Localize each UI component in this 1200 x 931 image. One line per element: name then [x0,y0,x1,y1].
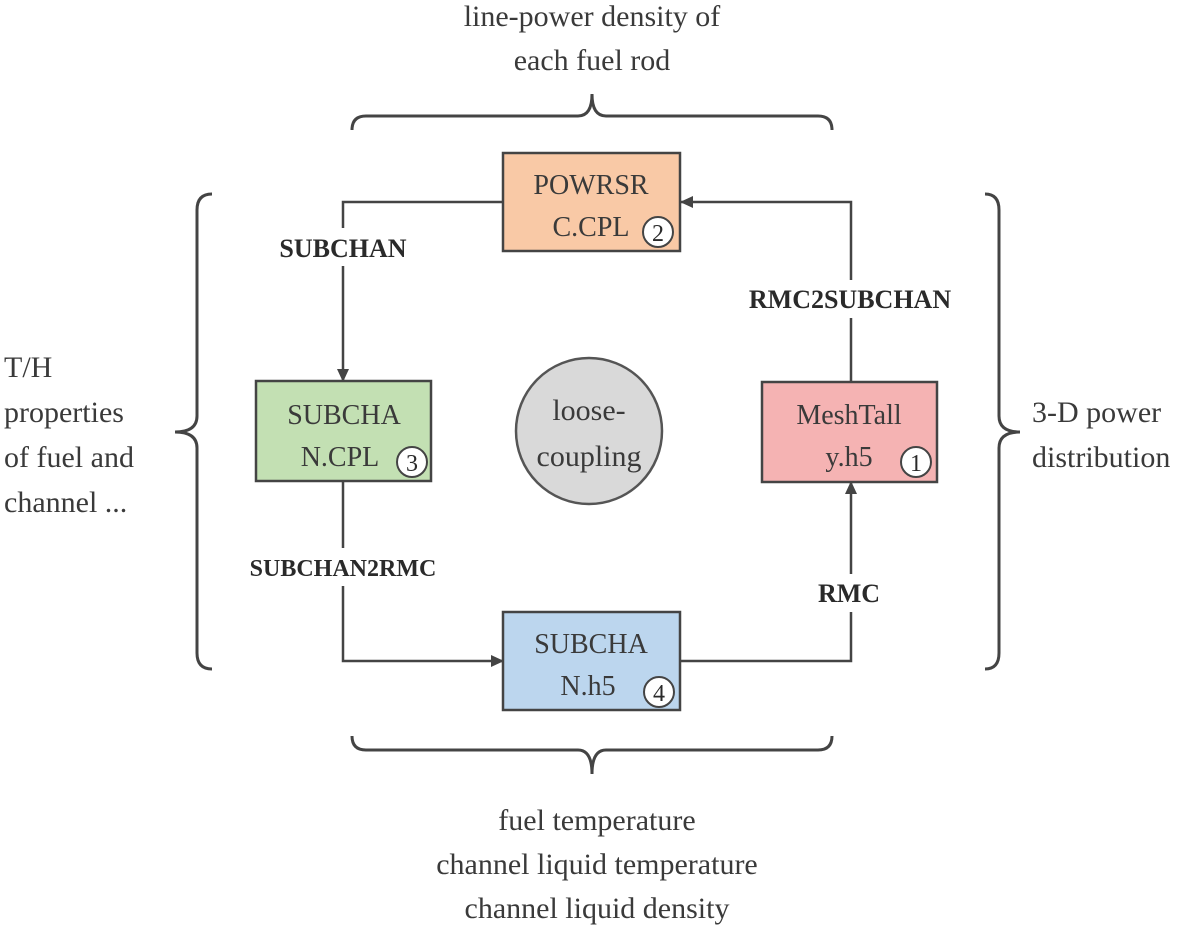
bottom-note-line-3: channel liquid density [465,892,730,925]
svg-text:SUBCHA: SUBCHA [287,400,401,431]
edge-rmc2subchan [680,196,853,382]
center-line-2: coupling [537,440,642,473]
svg-text:N.CPL: N.CPL [301,442,380,473]
right-note-line-2: distribution [1032,441,1170,474]
left-note-line-1: T/H [4,351,52,384]
edge-label-subchan: SUBCHAN [259,228,427,266]
top-note-line-2: each fuel rod [514,44,671,77]
top-note-line-1: line-power density of [464,0,721,33]
bottom-note-line-2: channel liquid temperature [436,848,758,881]
svg-text:2: 2 [652,221,664,247]
left-note-line-3: of fuel and [4,441,134,474]
loose-coupling-circle: loose- coupling [514,356,664,506]
edge-label-rmc: RMC [806,574,892,612]
edge-label-rmc2subchan: RMC2SUBCHAN [723,280,978,318]
bottom-note-line-1: fuel temperature [498,804,695,837]
right-note-line-1: 3-D power [1032,396,1161,429]
node-powrsrc-cpl: POWRSR C.CPL 2 [501,151,682,253]
svg-text:1: 1 [910,451,922,477]
left-annotation: T/H properties of fuel and channel ... [4,351,134,519]
bottom-annotation: fuel temperature channel liquid temperat… [436,804,758,925]
left-brace [174,192,213,671]
center-line-1: loose- [552,394,625,427]
svg-text:SUBCHAN2RMC: SUBCHAN2RMC [250,556,437,582]
svg-text:N.h5: N.h5 [560,671,615,702]
step-number-badge [642,216,674,248]
svg-text:SUBCHAN: SUBCHAN [279,234,406,263]
svg-text:3: 3 [406,451,418,477]
node-meshtally-h5: MeshTall y.h5 1 [760,380,939,484]
left-note-line-4: channel ... [4,486,127,519]
svg-text:MeshTall: MeshTall [796,400,902,431]
svg-text:RMC2SUBCHAN: RMC2SUBCHAN [749,285,951,314]
edge-label-subchan2rmc: SUBCHAN2RMC [229,548,458,586]
edge-subchan [337,200,503,382]
svg-text:4: 4 [653,681,665,707]
svg-text:C.CPL: C.CPL [552,212,629,243]
step-number-badge [900,446,932,478]
connectors [337,196,857,667]
edge-rmc [680,481,857,663]
step-number-badge [396,446,428,478]
svg-text:RMC: RMC [818,579,880,608]
bottom-brace [350,735,834,775]
edge-subchan2rmc [341,481,504,667]
step-number-badge [643,676,675,708]
svg-text:SUBCHA: SUBCHA [534,629,648,660]
top-annotation: line-power density of each fuel rod [464,0,721,77]
left-note-line-2: properties [4,396,124,429]
node-subchan-cpl: SUBCHA N.CPL 3 [254,379,433,483]
top-brace [350,93,834,131]
node-subchan-h5: SUBCHA N.h5 4 [501,610,682,712]
right-annotation: 3-D power distribution [1032,396,1170,474]
right-brace [984,192,1021,671]
svg-text:y.h5: y.h5 [825,442,872,473]
svg-text:POWRSR: POWRSR [533,170,648,201]
